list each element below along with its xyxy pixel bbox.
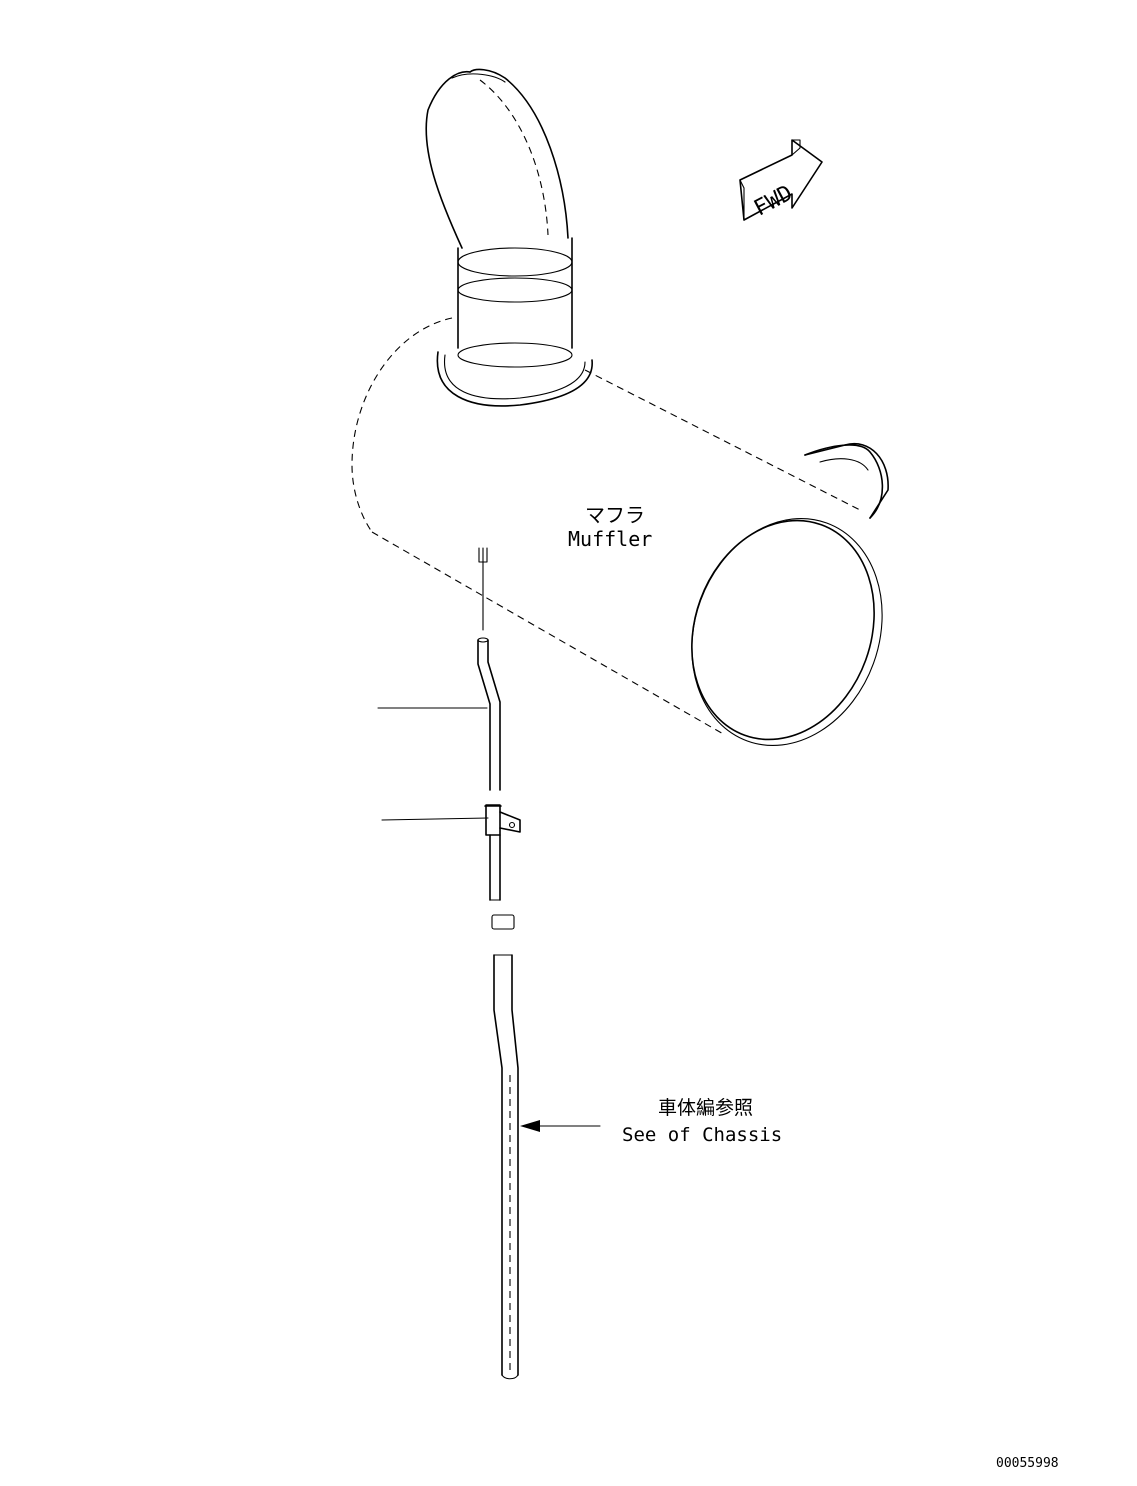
chassis-label-ja: 車体編参照 xyxy=(658,1097,753,1119)
fwd-arrow: FWD xyxy=(739,139,823,222)
muffler-label-en: Muffler xyxy=(568,527,652,551)
muffler: マフラ Muffler xyxy=(351,317,889,747)
fwd-label: FWD xyxy=(750,181,797,222)
drain-hose-assembly: 車体編参照 See of Chassis xyxy=(377,547,782,1380)
chassis-label-en: See of Chassis xyxy=(622,1124,782,1146)
exhaust-stack xyxy=(425,68,573,368)
drawing-number: 00055998 xyxy=(996,1456,1059,1471)
muffler-label-ja: マフラ xyxy=(585,503,645,527)
